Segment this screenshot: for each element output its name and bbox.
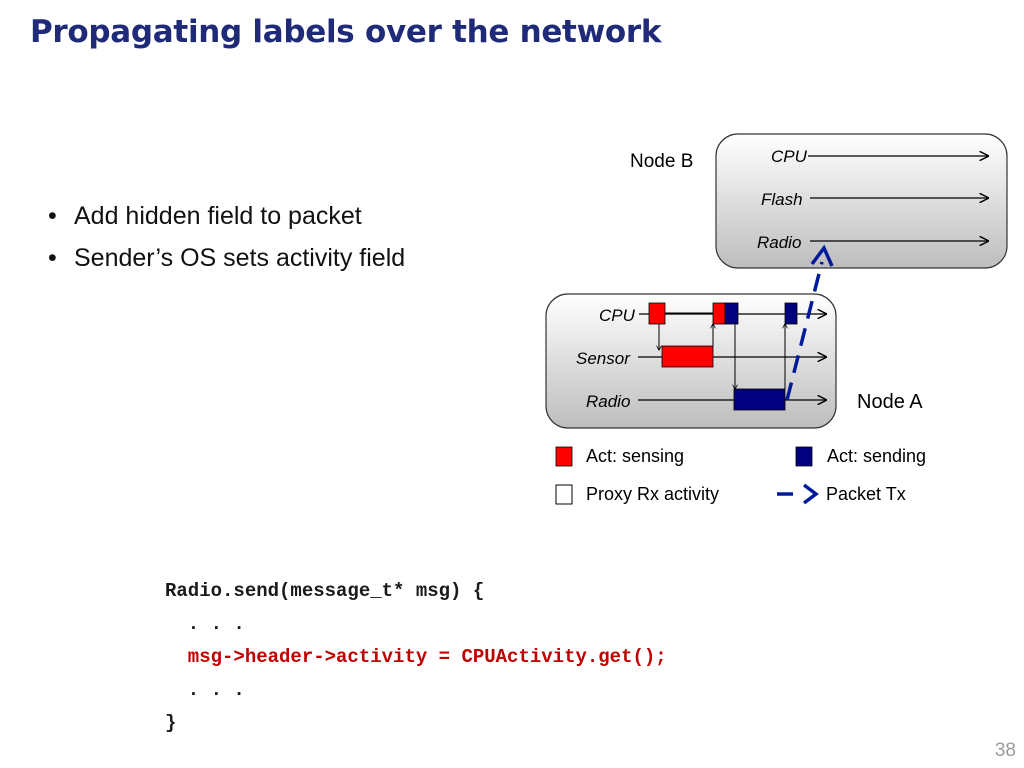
bullet-text: Add hidden field to packet [74, 202, 362, 230]
node-a-label: Node A [857, 391, 923, 413]
legend-proxy-swatch [555, 484, 573, 505]
packet-tx-path [785, 261, 824, 401]
legend-sensing-swatch [555, 446, 573, 467]
node-b-row-flash: Flash [761, 190, 803, 209]
cpu-sending-block-1 [724, 302, 739, 325]
node-a-row-cpu: CPU [599, 306, 636, 325]
legend-packet-label: Packet Tx [826, 484, 906, 504]
radio-sending-block [733, 388, 786, 411]
slide-number: 38 [994, 740, 1016, 761]
bullet-dot: • [48, 244, 57, 272]
legend-sending-label: Act: sending [827, 446, 926, 466]
legend-sending-swatch [795, 446, 813, 467]
packet-tx-arrowhead [810, 244, 834, 267]
bullet-list: • Add hidden field to packet • Sender’s OS… [48, 198, 405, 282]
bullet-text: Sender’s OS sets activity field [74, 244, 406, 272]
cpu-sensing-block-2 [712, 302, 726, 325]
node-b-row-radio: Radio [757, 233, 801, 252]
code-snippet: Radio.send(message_t* msg) { . . . msg->… [165, 575, 667, 740]
node-a-row-radio: Radio [586, 392, 630, 411]
legend-proxy-label: Proxy Rx activity [586, 484, 719, 504]
legend-sensing-label: Act: sensing [586, 446, 684, 466]
cpu-sending-block-2 [784, 302, 798, 325]
cpu-sensing-block-1 [648, 302, 666, 325]
bullet-item: • Add hidden field to packet [48, 198, 405, 240]
bullet-dot: • [48, 202, 57, 230]
code-line: . . . [165, 613, 245, 635]
node-a-row-sensor: Sensor [576, 349, 631, 368]
code-line: Radio.send(message_t* msg) { [165, 580, 485, 602]
code-line-highlighted: msg->header->activity = CPUActivity.get(… [165, 646, 667, 668]
node-b-box [715, 133, 1008, 269]
node-b-label: Node B [630, 151, 693, 172]
code-line: . . . [165, 679, 245, 701]
slide-title: Propagating labels over the network [30, 14, 662, 50]
legend-packet-arrowhead [802, 483, 819, 505]
code-line: } [165, 712, 177, 734]
sensor-sensing-block [661, 345, 714, 368]
bullet-item: • Sender’s OS sets activity field [48, 240, 405, 282]
node-b-row-cpu: CPU [771, 147, 808, 166]
